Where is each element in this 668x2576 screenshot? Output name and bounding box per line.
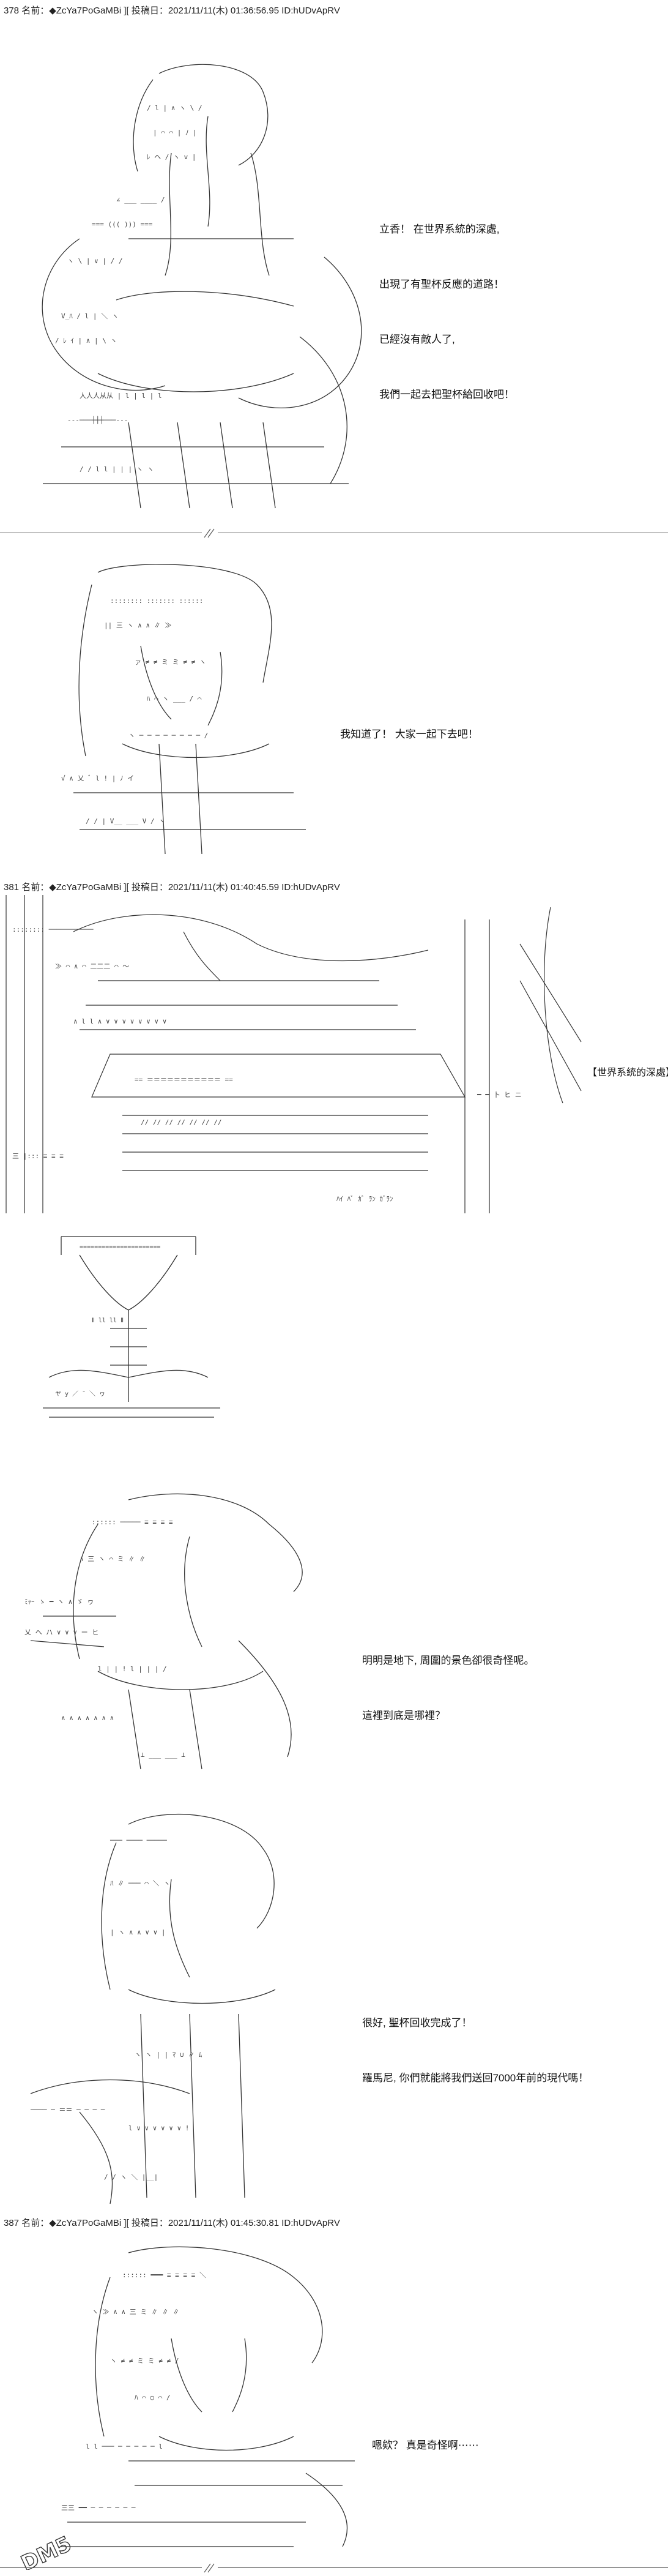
ascii-art-girl-looking: :::::: ───── ≡ ≡ ≡ ≡ ∧ 三 ヽ ⌒ ミ ∥ ∥ ﾐｬｰ ゝ… bbox=[6, 1488, 349, 1775]
svg-text:| ⌒ ⌒ | ﾉ |: | ⌒ ⌒ | ﾉ | bbox=[153, 129, 197, 137]
svg-text:V_ﾊ / l | ＼ ヽ: V_ﾊ / l | ＼ ヽ bbox=[61, 312, 119, 320]
svg-text:ァ ≠ ≠ ミ ミ ≠ ≠ ヽ: ァ ≠ ≠ ミ ミ ≠ ≠ ヽ bbox=[135, 658, 206, 666]
svg-text::::::: ───── ≡ ≡ ≡ ≡: :::::: ───── ≡ ≡ ≡ ≡ bbox=[92, 1518, 173, 1526]
ascii-art-girl-surprised: :::::: ═══ ≡ ≡ ≡ ≡ ＼ ヽ ≫ ∧ ∧ 三 ミ ∥ ∥ ∥ ヽ… bbox=[37, 2241, 379, 2559]
svg-text:ヽ ─ ─ ─ ─ ─ ─ ─ ─ /: ヽ ─ ─ ─ ─ ─ ─ ─ ─ / bbox=[128, 732, 208, 739]
svg-text:ﾚ ヘ / ヽ v |: ﾚ ヘ / ヽ v | bbox=[147, 153, 196, 161]
ascii-art-girl-standing: / l | ∧ ヽ \ / | ⌒ ⌒ | ﾉ | ﾚ ヘ / ヽ v | ∠ … bbox=[6, 55, 373, 520]
svg-text:乂 ヘ ハ ∨ ∨ ∨ ー ヒ: 乂 ヘ ハ ∨ ∨ ∨ ー ヒ bbox=[24, 1628, 98, 1636]
svg-text:ヽ ヽ | | ﾏ ∪ ∥ ﾑ: ヽ ヽ | | ﾏ ∪ ∥ ﾑ bbox=[135, 2051, 202, 2059]
svg-text:━ ━ 卜 ヒ ニ: ━ ━ 卜 ヒ ニ bbox=[477, 1091, 522, 1099]
post-header: 381 名前：◆ZcYa7PoGaMBi ][ 投稿日：2021/11/11(木… bbox=[4, 882, 340, 893]
dialog-line: 嗯欸？ 真是奇怪啊⋯⋯ bbox=[372, 2439, 479, 2451]
svg-text:l | | ! l | | | /: l | | ! l | | | / bbox=[98, 1665, 167, 1673]
svg-text:/ / ヽ ＼ |__|: / / ヽ ＼ |__| bbox=[104, 2173, 158, 2181]
svg-text:──── ─ ＝＝ ─ ─ ─ ─: ──── ─ ＝＝ ─ ─ ─ ─ bbox=[30, 2106, 105, 2114]
panel-divider bbox=[0, 528, 668, 538]
svg-text:三 |::: ≡ ≡ ≡: 三 |::: ≡ ≡ ≡ bbox=[12, 1152, 64, 1160]
svg-text::::::::: ───────────: :::::::: ─────────── bbox=[12, 926, 94, 934]
svg-text:ﾊｲ ﾊﾞ ｶﾞ ﾗﾝ ｶﾞﾗﾝ: ﾊｲ ﾊﾞ ｶﾞ ﾗﾝ ｶﾞﾗﾝ bbox=[336, 1195, 393, 1203]
dialog-line: 立香！ 在世界系統的深處, bbox=[379, 223, 500, 235]
dialog-line: 我們一起去把聖杯給回收吧！ bbox=[379, 389, 514, 400]
post-header: 387 名前：◆ZcYa7PoGaMBi ][ 投稿日：2021/11/11(木… bbox=[4, 2218, 340, 2228]
svg-text:l l ─── ─ ─ ─ ─ ─ l: l l ─── ─ ─ ─ ─ ─ l bbox=[86, 2443, 163, 2451]
svg-text:=== ((( ))) ===: === ((( ))) === bbox=[92, 220, 153, 228]
scene-caption: 【世界系統的深處】 bbox=[587, 1068, 668, 1078]
dialog-panel-5: 嗯欸？ 真是奇怪啊⋯⋯ bbox=[372, 2400, 479, 2473]
dialog-panel-1: 立香！ 在世界系統的深處, 出現了有聖杯反應的道路！ 已經沒有敵人了, 我們一起… bbox=[379, 184, 514, 422]
svg-text:/ / | V__ ___ V / ヽ: / / | V__ ___ V / ヽ bbox=[86, 817, 165, 825]
svg-text:∧ l l ∧ ∨ ∨ ∨ ∨ ∨ ∨ ∨ ∨: ∧ l l ∧ ∨ ∨ ∨ ∨ ∨ ∨ ∨ ∨ bbox=[73, 1017, 166, 1025]
dialog-line: 明明是地下, 周圍的景色卻很奇怪呢。 bbox=[362, 1655, 535, 1666]
dialog-line: 出現了有聖杯反應的道路！ bbox=[379, 279, 504, 290]
dialog-line: 很好, 聖杯回收完成了！ bbox=[362, 2017, 472, 2029]
dialog-line: 羅馬尼, 你們就能將我們送回7000年前的現代嗎！ bbox=[362, 2072, 589, 2084]
svg-text::::::: ═══ ≡ ≡ ≡ ≡ ＼: :::::: ═══ ≡ ≡ ≡ ≡ ＼ bbox=[122, 2271, 206, 2279]
dialog-panel-2: 我知道了！ 大家一起下去吧！ bbox=[340, 689, 478, 762]
ascii-art-girl-portrait: :::::::: ::::::: :::::: || 三 ヽ ∧ ∧ ∥ ≫ ァ… bbox=[37, 560, 355, 866]
ascii-art-underground-machinery: :::::::: ─────────── ≫ ⌒ ∧ ⌒ 二二二 ⌒ ～ ∧ l… bbox=[0, 895, 587, 1219]
svg-text:∠ ___ ____ /: ∠ ___ ____ / bbox=[116, 196, 165, 204]
dialog-line: 已經沒有敵人了, bbox=[379, 334, 455, 345]
svg-text::::::::: ::::::: ::::::: :::::::: ::::::: :::::: bbox=[110, 597, 203, 605]
svg-text:∧ 三 ヽ ⌒ ミ ∥ ∥: ∧ 三 ヽ ⌒ ミ ∥ ∥ bbox=[80, 1555, 146, 1563]
svg-text:─── ──── ─────: ─── ──── ───── bbox=[109, 1837, 167, 1844]
svg-text:| ヽ ∧ ∧ ∨ ∨ |: | ヽ ∧ ∧ ∨ ∨ | bbox=[110, 1928, 165, 1936]
watermark-text: DM5 bbox=[17, 2532, 75, 2570]
svg-text:Ⅱ ll ll Ⅱ: Ⅱ ll ll Ⅱ bbox=[92, 1317, 124, 1324]
svg-text:|| 三 ヽ ∧ ∧ ∥ ≫: || 三 ヽ ∧ ∧ ∥ ≫ bbox=[104, 621, 171, 629]
svg-text:ヽ \ | ∨ | / /: ヽ \ | ∨ | / / bbox=[67, 257, 122, 265]
ascii-art-girl-holding-grail: ─── ──── ───── ﾊ ∥ ─── ⌒ ＼ ヽ | ヽ ∧ ∧ ∨ ∨… bbox=[6, 1806, 349, 2210]
svg-text:ﾐｬｰ ゝ ━ ヽ ∧ ゞ ヮ: ﾐｬｰ ゝ ━ ヽ ∧ ゞ ヮ bbox=[24, 1598, 94, 1606]
dialog-line: 我知道了！ 大家一起下去吧！ bbox=[340, 728, 478, 740]
ascii-art-grail-pedestal: ====================== Ⅱ ll ll Ⅱ ヤ y ／ ¨… bbox=[24, 1230, 232, 1426]
dialog-panel-3: 明明是地下, 周圍的景色卻很奇怪呢。 這裡到底是哪裡？ bbox=[362, 1615, 534, 1743]
dialog-line: 這裡到底是哪裡？ bbox=[362, 1710, 445, 1721]
svg-text:ﾊ ∥ ─── ⌒ ＼ ヽ: ﾊ ∥ ─── ⌒ ＼ ヽ bbox=[110, 1879, 170, 1887]
svg-text:== ＝＝＝＝＝＝＝＝＝＝＝ ==: == ＝＝＝＝＝＝＝＝＝＝＝ == bbox=[135, 1076, 233, 1084]
svg-text:ヽ ≫ ∧ ∧ 三 ミ ∥ ∥ ∥: ヽ ≫ ∧ ∧ 三 ミ ∥ ∥ ∥ bbox=[92, 2308, 179, 2316]
svg-text:/ / l l | | | ヽ ヽ: / / l l | | | ヽ ヽ bbox=[80, 465, 154, 473]
svg-text:三三 ━━ ─ ─ ─ ─ ─ ─: 三三 ━━ ─ ─ ─ ─ ─ ─ bbox=[61, 2504, 136, 2512]
svg-text:l ∨ ∨ ∨ ∨ ∨ ∨ !: l ∨ ∨ ∨ ∨ ∨ ∨ ! bbox=[128, 2124, 189, 2132]
svg-text:/ ﾚ ｲ | ∧ | \ ヽ: / ﾚ ｲ | ∧ | \ ヽ bbox=[55, 337, 117, 345]
svg-text:// // // // // // //: // // // // // // // bbox=[141, 1118, 221, 1126]
svg-text:/ l | ∧ ヽ \ /: / l | ∧ ヽ \ / bbox=[147, 104, 202, 112]
svg-text:ﾊ ⌒ ○ ⌒ /: ﾊ ⌒ ○ ⌒ / bbox=[135, 2394, 170, 2402]
svg-text:⊥ ___ ___ ⊥: ⊥ ___ ___ ⊥ bbox=[141, 1751, 185, 1759]
svg-text:======================: ====================== bbox=[80, 1244, 160, 1251]
svg-text:√ ∧ 乂 ﾞ l ! | ﾉ イ: √ ∧ 乂 ﾞ l ! | ﾉ イ bbox=[61, 774, 134, 782]
svg-text:ヽ ≠ ≠ ミ ミ ≠ ≠ /: ヽ ≠ ≠ ミ ミ ≠ ≠ / bbox=[110, 2357, 179, 2365]
svg-text:ヤ y ／ ¨ ＼ ヮ: ヤ y ／ ¨ ＼ ヮ bbox=[55, 1390, 105, 1398]
site-watermark-logo: DM5 bbox=[6, 2527, 98, 2576]
panel-divider bbox=[0, 2563, 668, 2573]
svg-text:---───┼┼┼───---: ---───┼┼┼───--- bbox=[67, 416, 128, 424]
svg-text:≫ ⌒ ∧ ⌒ 二二二 ⌒ ～: ≫ ⌒ ∧ ⌒ 二二二 ⌒ ～ bbox=[55, 962, 129, 970]
dialog-panel-4: 很好, 聖杯回收完成了！ 羅馬尼, 你們就能將我們送回7000年前的現代嗎！ bbox=[362, 1977, 588, 2106]
svg-text:ﾊ ⌒ ヽ ___ / ⌒: ﾊ ⌒ ヽ ___ / ⌒ bbox=[147, 695, 202, 703]
svg-text:∧ ∧ ∧ ∧ ∧ ∧ ∧: ∧ ∧ ∧ ∧ ∧ ∧ ∧ bbox=[61, 1714, 114, 1722]
svg-text:人人人从从 | l | l | l: 人人人从从 | l | l | l bbox=[80, 392, 161, 400]
post-header: 378 名前：◆ZcYa7PoGaMBi ][ 投稿日：2021/11/11(木… bbox=[4, 6, 340, 16]
